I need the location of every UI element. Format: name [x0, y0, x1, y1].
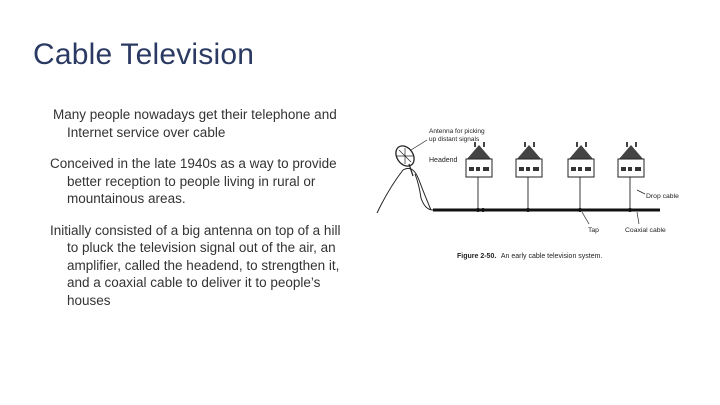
house-icon — [465, 142, 493, 212]
figure-caption: Figure 2-50. An early cable television s… — [457, 253, 602, 260]
house-icon — [617, 142, 645, 212]
drop-cable-label: Drop cable — [646, 193, 679, 200]
bullet-item: Conceived in the late 1940s as a way to … — [50, 156, 337, 206]
tap-label: Tap — [588, 227, 599, 234]
hill — [376, 167, 432, 214]
coaxial-cable-label: Coaxial cable — [625, 227, 666, 234]
antenna-label: up distant signals — [429, 136, 480, 143]
antenna-icon — [395, 145, 415, 177]
antenna-label: Antenna for picking — [429, 128, 485, 135]
tap-point — [481, 208, 485, 212]
headend-label: Headend — [429, 157, 458, 164]
figure-caption-text: An early cable television system. — [501, 253, 603, 260]
house-icon — [567, 142, 595, 212]
house-icon — [515, 142, 543, 212]
slide-title: Cable Television — [33, 38, 255, 71]
headend-cable — [414, 173, 434, 211]
bullet-item: Initially consisted of a big antenna on … — [50, 222, 341, 308]
figure-caption-number: Figure 2-50. — [457, 253, 496, 260]
bullet-list: Many people nowadays get their telephone… — [50, 106, 350, 323]
cable-tv-diagram: Antenna for picking up distant signals H… — [376, 128, 679, 260]
bullet-item: Many people nowadays get their telephone… — [53, 107, 337, 140]
